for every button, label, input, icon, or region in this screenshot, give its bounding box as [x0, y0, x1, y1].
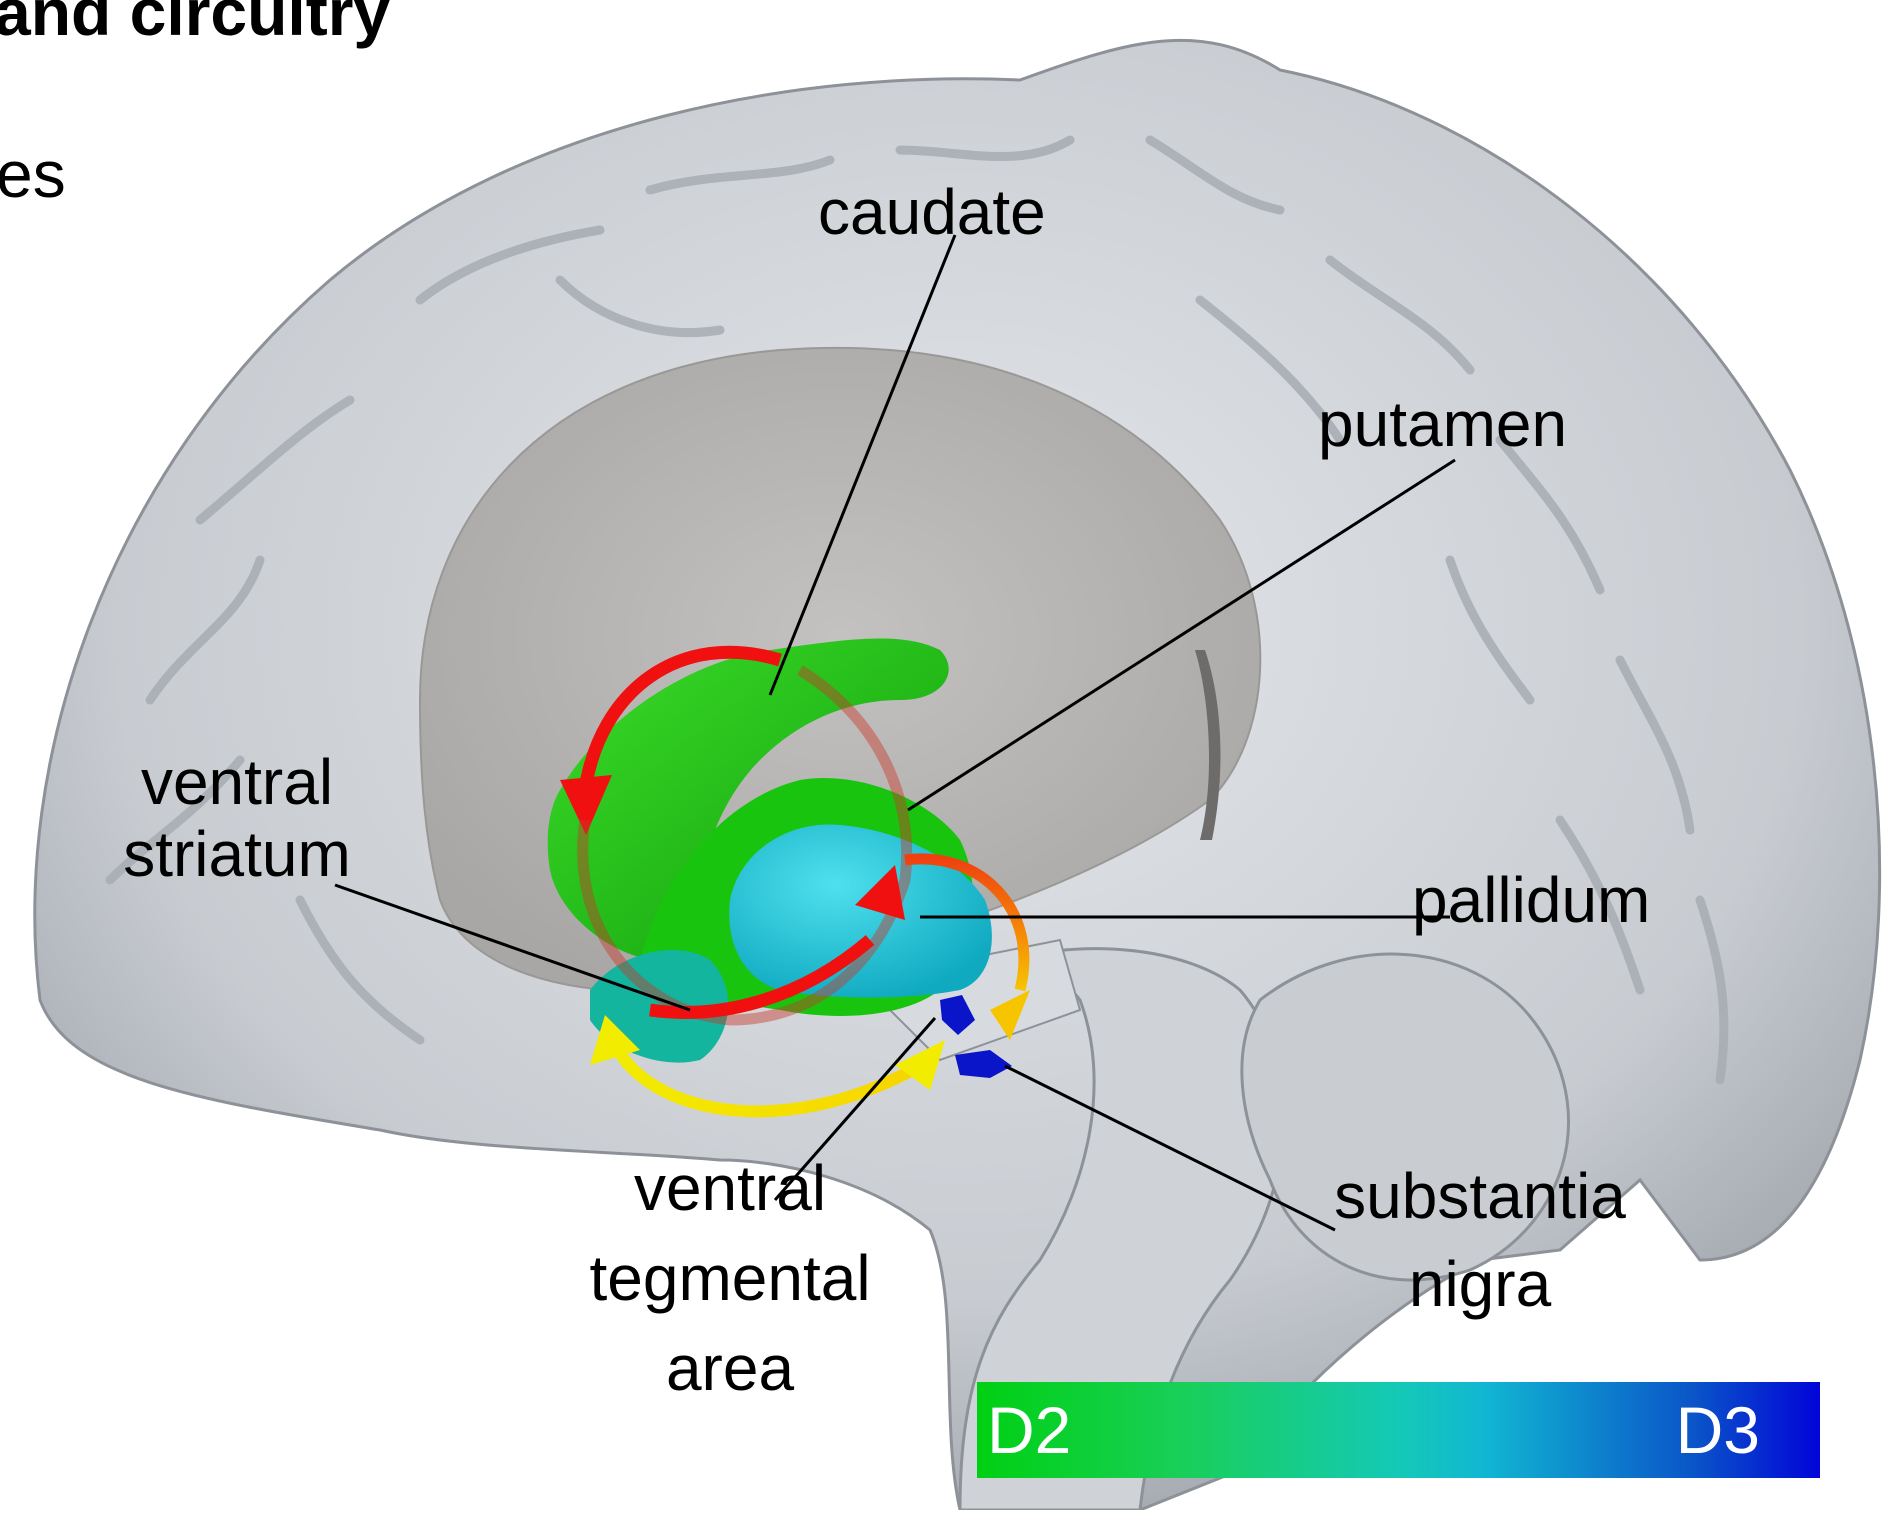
label-vta-line2: tegmental: [560, 1246, 900, 1310]
page-heading-fragment: and circuitry: [0, 0, 390, 50]
label-ventral-striatum-line2: striatum: [92, 822, 382, 886]
label-substantia-nigra-line2: nigra: [1300, 1252, 1660, 1316]
label-vta-line1: ventral: [560, 1156, 900, 1220]
label-vta: ventral tegmental area: [560, 1156, 900, 1400]
label-vta-line3: area: [560, 1336, 900, 1400]
label-ventral-striatum: ventral striatum: [92, 750, 382, 886]
label-putamen: putamen: [1318, 392, 1567, 456]
label-substantia-nigra-line1: substantia: [1300, 1164, 1660, 1228]
scale-label-d2: D2: [987, 1392, 1071, 1468]
label-ventral-striatum-line1: ventral: [92, 750, 382, 814]
scale-label-d3: D3: [1676, 1392, 1760, 1468]
label-pallidum: pallidum: [1412, 868, 1650, 932]
d2-d3-color-scale: D2 D3: [977, 1382, 1820, 1478]
label-caudate: caudate: [818, 180, 1046, 244]
bullet-text-fragment: es: [0, 136, 66, 212]
label-substantia-nigra: substantia nigra: [1300, 1164, 1660, 1316]
